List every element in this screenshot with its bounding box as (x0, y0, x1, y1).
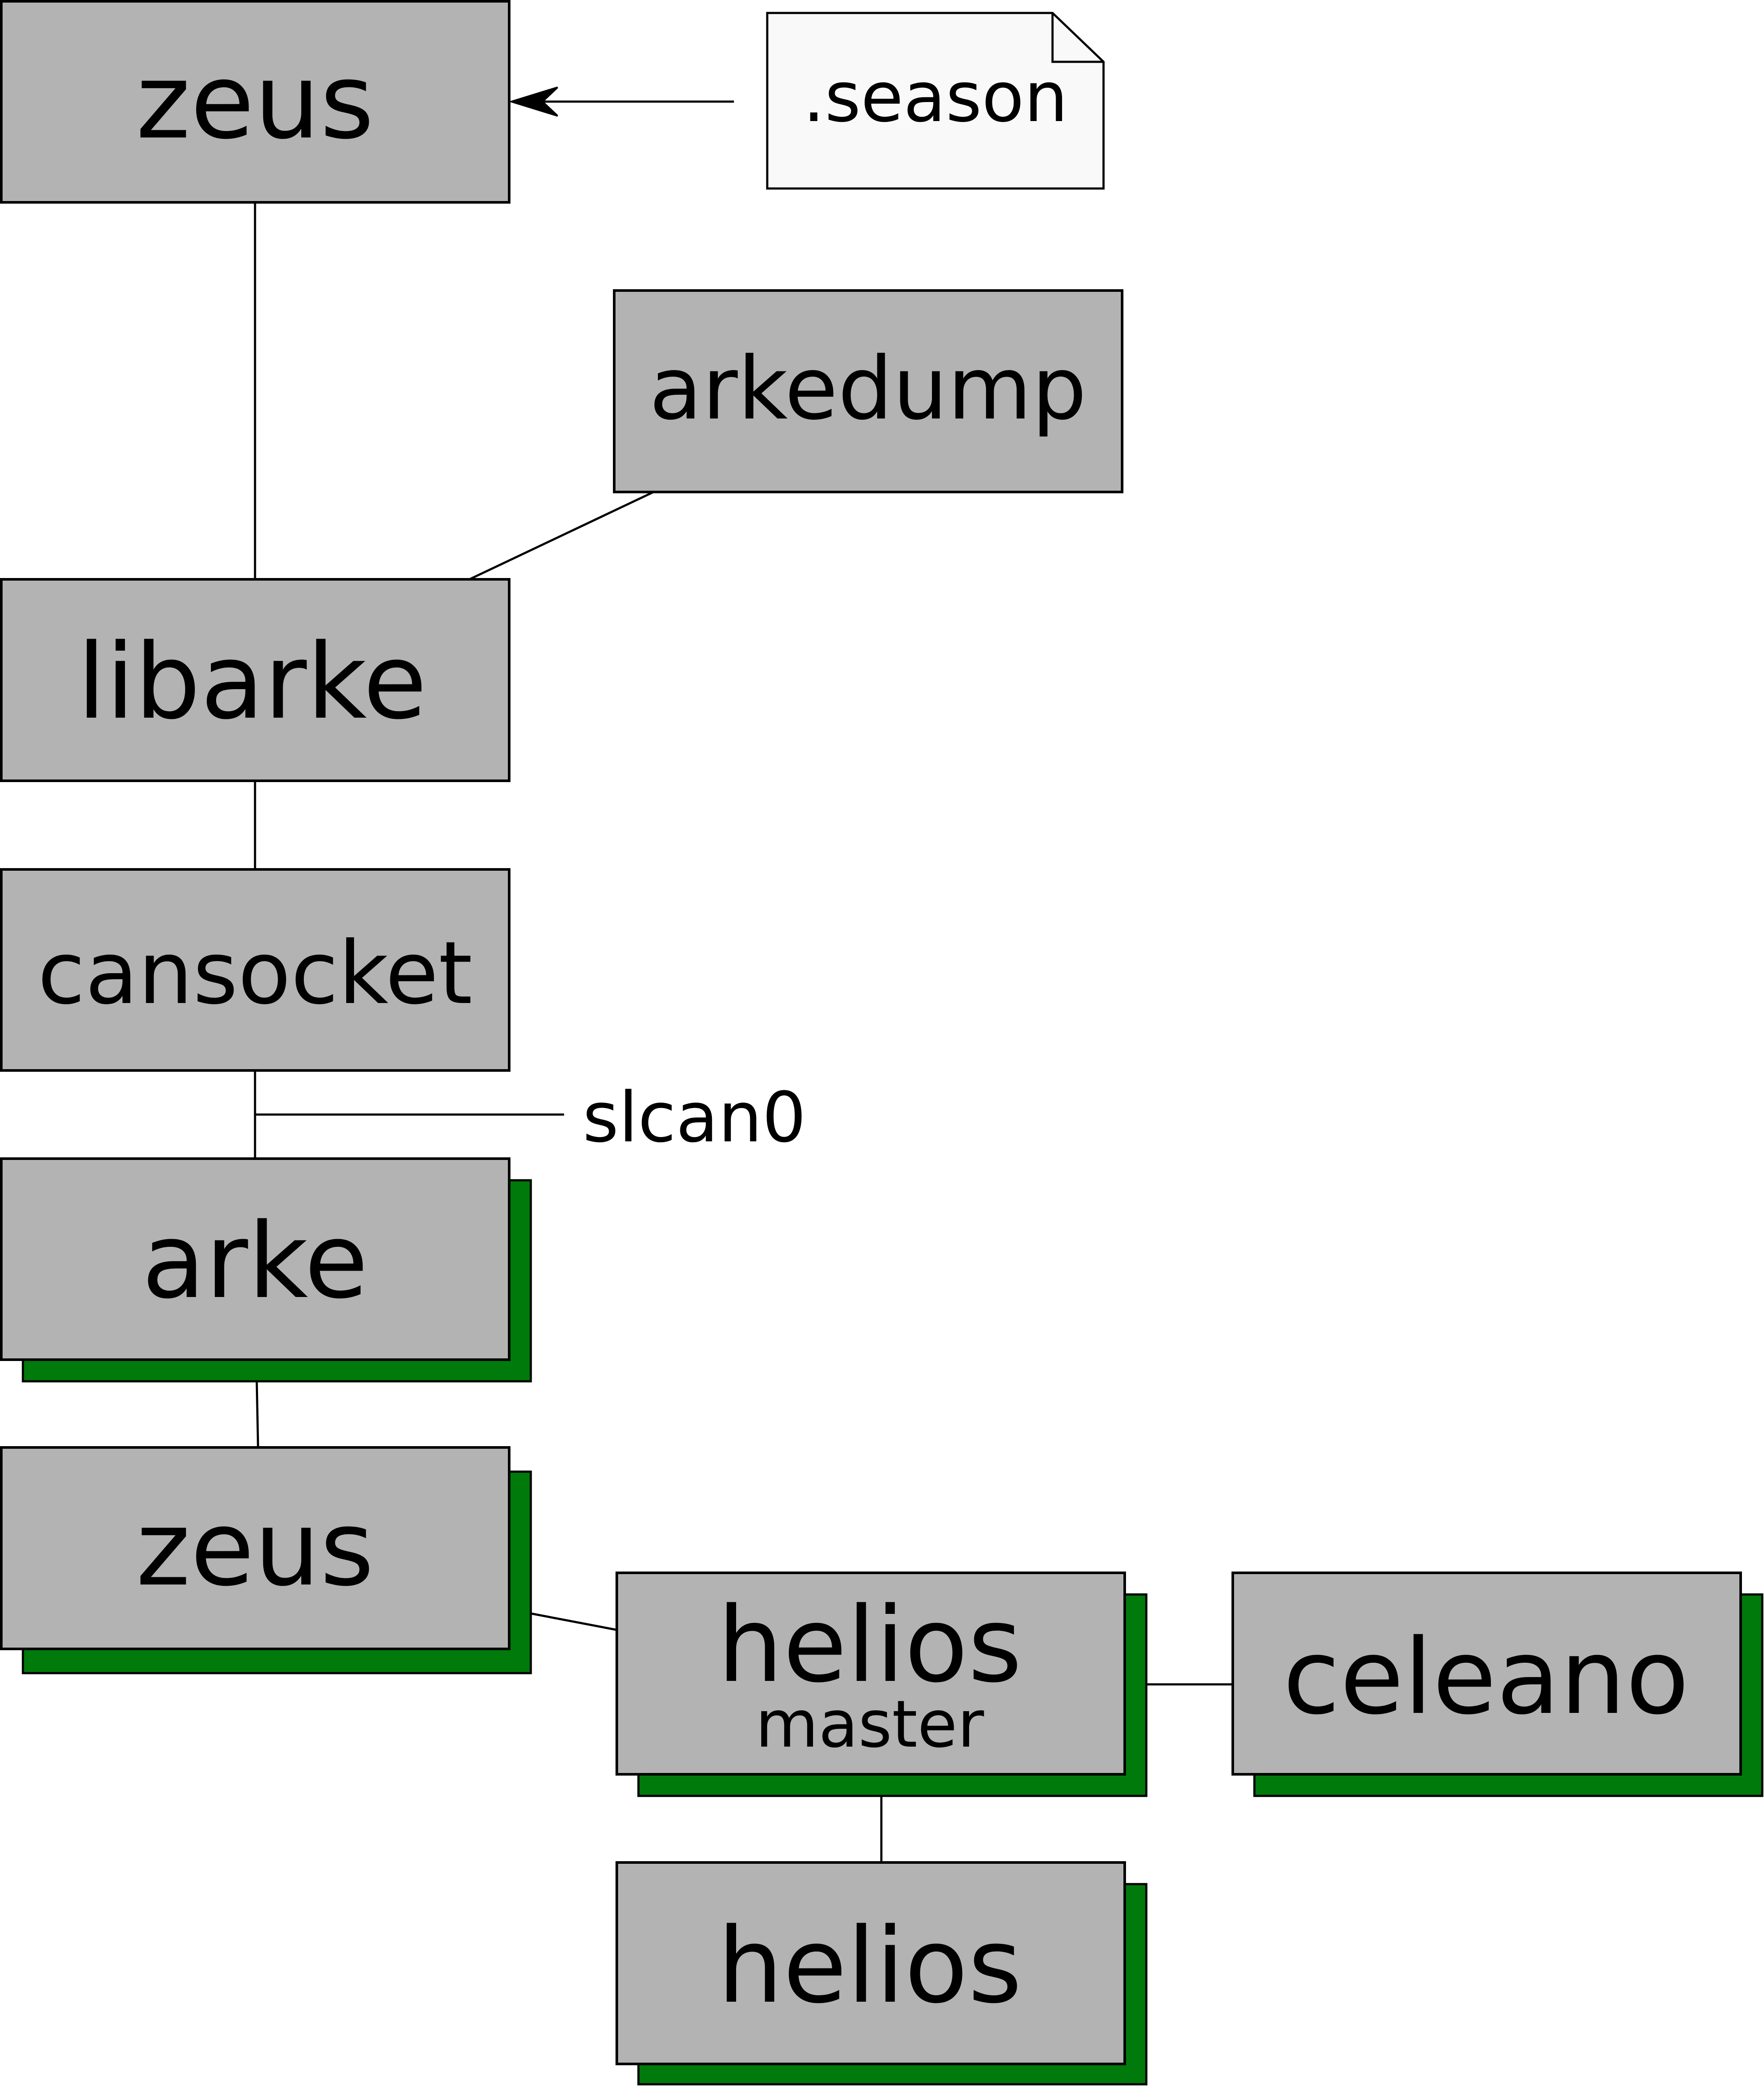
season-arrow (508, 86, 734, 117)
node-box (616, 1861, 1126, 2065)
note-shape (766, 12, 1105, 190)
node-libarke: libarke (0, 578, 510, 782)
node-label: helios (718, 1905, 1022, 2026)
node-arke: arke (0, 1157, 532, 1383)
node-celeano: celeano (1231, 1572, 1764, 1797)
node-box (616, 1572, 1126, 1776)
node-box (1231, 1572, 1742, 1776)
node-label: cansocket (38, 923, 472, 1024)
node-zeus-top: zeus (0, 0, 510, 204)
node-helios: helios (616, 1861, 1148, 2086)
node-sublabel: master (756, 1687, 984, 1762)
node-cansocket: cansocket (0, 868, 510, 1072)
node-arkedump: arkedump (613, 289, 1123, 493)
node-box (0, 578, 510, 782)
node-box (613, 289, 1123, 493)
node-label: zeus (136, 1488, 374, 1609)
node-label: arke (142, 1201, 368, 1322)
node-box (0, 0, 510, 204)
arrow-head (508, 86, 558, 117)
edges (254, 202, 1233, 1862)
edge-zeus-bottom-to-helios-master (530, 1612, 617, 1631)
node-box (0, 1446, 510, 1650)
node-label: arkedump (649, 339, 1087, 439)
note-season: .season (766, 12, 1105, 190)
node-label: libarke (77, 621, 427, 742)
note-label: .season (803, 57, 1068, 137)
node-box (0, 868, 510, 1072)
node-label: celeano (1283, 1616, 1689, 1738)
note-fold (1051, 13, 1104, 63)
interface-label-slcan0: slcan0 (583, 1077, 806, 1158)
node-label: helios (718, 1584, 1022, 1706)
edge-arke-to-zeus-bottom (255, 1381, 259, 1448)
node-helios-master: helios master (616, 1572, 1148, 1797)
node-label: zeus (136, 41, 374, 162)
node-box (0, 1157, 510, 1361)
node-zeus-bottom: zeus (0, 1446, 532, 1674)
edge-arkedump-to-libarke (469, 491, 654, 581)
